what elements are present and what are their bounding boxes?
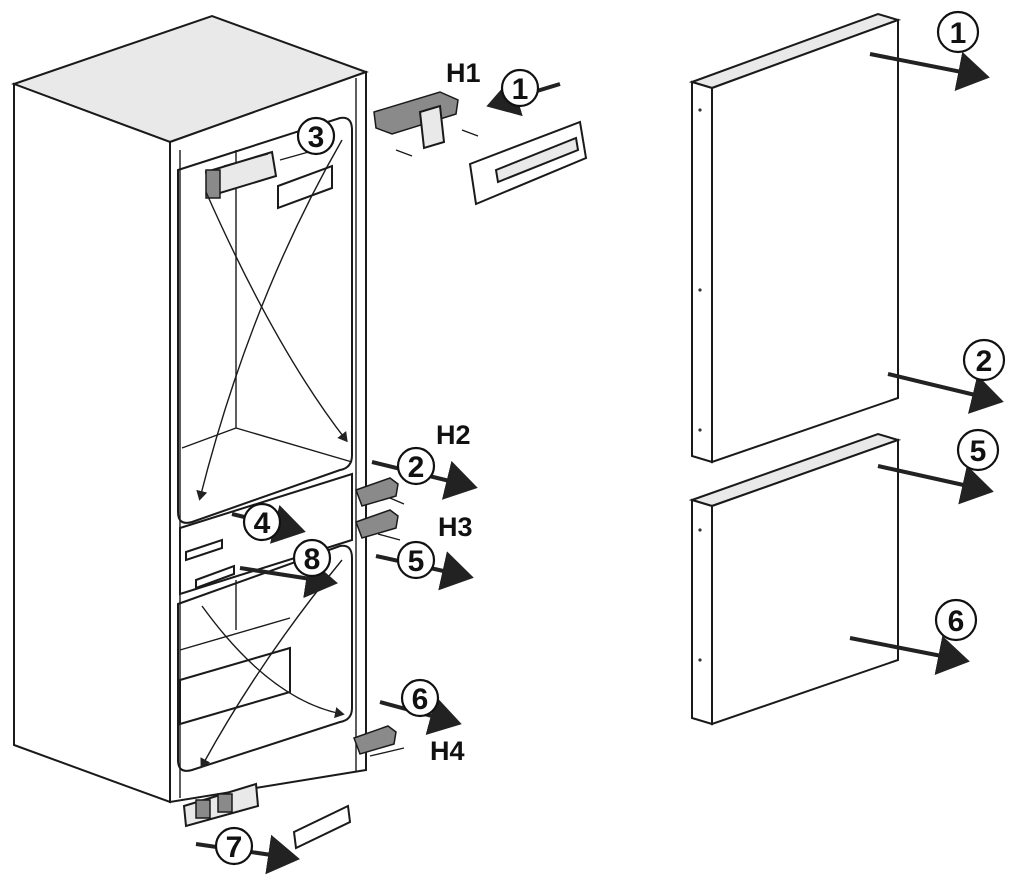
step-marker-7: 7	[214, 826, 254, 866]
step-marker-1-cabinet: 1	[500, 68, 540, 108]
hinge-label-h4: H4	[430, 736, 465, 766]
step-number: 1	[512, 73, 529, 106]
hinge-h3-assembly	[355, 509, 401, 541]
step-marker-6-door: 6	[934, 598, 978, 642]
shelf-handle-2	[195, 564, 235, 590]
top-cover-plate	[277, 164, 333, 210]
shelf-handle-1	[185, 538, 223, 562]
step-number: 3	[308, 121, 325, 154]
hinge-bracket-top	[204, 150, 278, 199]
step-number: 2	[408, 451, 425, 484]
step-marker-6-cabinet: 6	[400, 678, 440, 718]
step-number: 8	[304, 543, 321, 576]
arrow-step-1-door	[869, 51, 990, 91]
arrow-step-6-door	[849, 635, 970, 675]
step-marker-2-door: 2	[962, 338, 1006, 382]
step-marker-3: 3	[296, 116, 336, 156]
step-number: 2	[976, 345, 993, 378]
step-number: 6	[948, 605, 965, 638]
upper-compartment	[177, 116, 353, 524]
hinge-h4-assembly	[353, 725, 405, 757]
step-marker-8: 8	[292, 538, 332, 578]
step-markers: 1 3 2 4 8 5 6 7	[214, 10, 1006, 866]
hinge-h2-assembly	[355, 477, 405, 507]
step-marker-2-cabinet: 2	[396, 446, 436, 486]
hinge-label-h2: H2	[436, 420, 471, 450]
hinge-labels: H1 H2 H3 H4	[430, 58, 481, 766]
arrow-step-8	[239, 558, 338, 599]
cabinet-side	[13, 82, 171, 804]
arrow-step-2-door	[887, 372, 1004, 414]
hinge-h1-assembly	[373, 91, 588, 206]
upper-door	[688, 12, 902, 464]
step-number: 4	[254, 507, 271, 540]
step-number: 6	[412, 683, 429, 716]
lower-door	[688, 432, 902, 726]
step-number: 7	[226, 831, 243, 864]
arrow-step-5-door	[877, 464, 994, 505]
bottom-hinge-assembly	[182, 782, 352, 850]
step-marker-1-door: 1	[936, 10, 980, 54]
lower-compartment	[177, 544, 353, 772]
hinge-label-h3: H3	[438, 512, 473, 542]
step-number: 1	[950, 17, 967, 50]
hinge-label-h1: H1	[446, 58, 481, 88]
step-marker-5-cabinet: 5	[396, 540, 436, 580]
step-marker-5-door: 5	[956, 428, 1000, 472]
step-number: 5	[970, 435, 987, 468]
step-number: 5	[408, 545, 425, 578]
step-marker-4: 4	[242, 502, 282, 542]
